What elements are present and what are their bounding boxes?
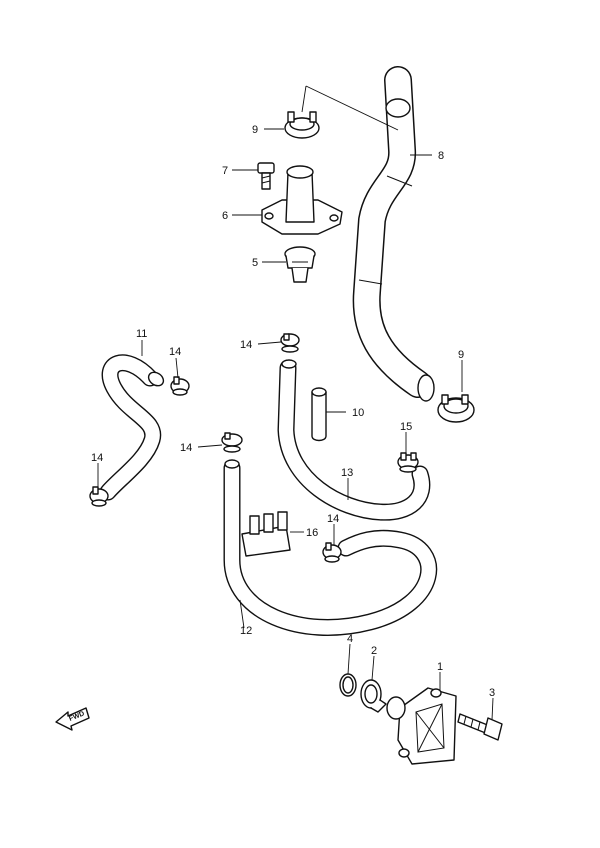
callout-14-a: 14 bbox=[240, 339, 252, 351]
clamp-part-14-b bbox=[170, 376, 190, 396]
hose-part-13 bbox=[277, 359, 431, 521]
holder-part-16 bbox=[241, 511, 291, 557]
callout-6: 6 bbox=[222, 210, 228, 222]
clamp-part-14-d bbox=[89, 486, 109, 507]
callout-5: 5 bbox=[252, 257, 258, 269]
callout-7: 7 bbox=[222, 165, 228, 177]
callout-9-upper: 9 bbox=[252, 124, 258, 136]
callout-1: 1 bbox=[437, 661, 443, 673]
valve-part-2 bbox=[360, 679, 387, 713]
clamp-part-14-c bbox=[221, 432, 243, 453]
hose-part-11 bbox=[99, 354, 165, 501]
leader-lines bbox=[97, 85, 494, 721]
fwd-arrow-icon: FWD bbox=[55, 707, 90, 731]
hose-part-12 bbox=[223, 459, 438, 636]
callout-4: 4 bbox=[347, 633, 353, 645]
callout-8: 8 bbox=[438, 150, 444, 162]
pipe-part-10 bbox=[311, 387, 327, 442]
clamp-part-14-a bbox=[280, 333, 300, 353]
callout-14-b: 14 bbox=[169, 346, 181, 358]
clamp-part-9-lower bbox=[437, 394, 475, 423]
bolt-part-3 bbox=[457, 713, 503, 741]
callout-15: 15 bbox=[400, 421, 412, 433]
callout-2: 2 bbox=[371, 645, 377, 657]
callout-9-lower: 9 bbox=[458, 349, 464, 361]
callout-10: 10 bbox=[352, 407, 364, 419]
callout-14-d: 14 bbox=[91, 452, 103, 464]
callout-3: 3 bbox=[489, 687, 495, 699]
callout-11: 11 bbox=[136, 328, 147, 340]
callout-14-e: 14 bbox=[327, 513, 339, 525]
callout-13: 13 bbox=[341, 467, 353, 479]
callout-14-c: 14 bbox=[180, 442, 192, 454]
o-ring-part-4 bbox=[339, 673, 357, 697]
callout-labels: 8 9 7 6 5 11 14 14 9 10 14 15 14 13 14 1… bbox=[91, 124, 495, 699]
hose-part-8 bbox=[352, 66, 435, 402]
callout-16: 16 bbox=[306, 527, 318, 539]
clamp-part-15 bbox=[397, 452, 419, 473]
bolt-part-7 bbox=[257, 162, 275, 190]
clamp-part-9-upper bbox=[284, 111, 320, 139]
thermostat-cover-part-6 bbox=[261, 165, 343, 235]
housing-part-1 bbox=[386, 687, 457, 765]
thermostat-part-5 bbox=[284, 246, 316, 283]
clamp-part-14-e bbox=[322, 542, 342, 563]
callout-12: 12 bbox=[240, 625, 252, 637]
